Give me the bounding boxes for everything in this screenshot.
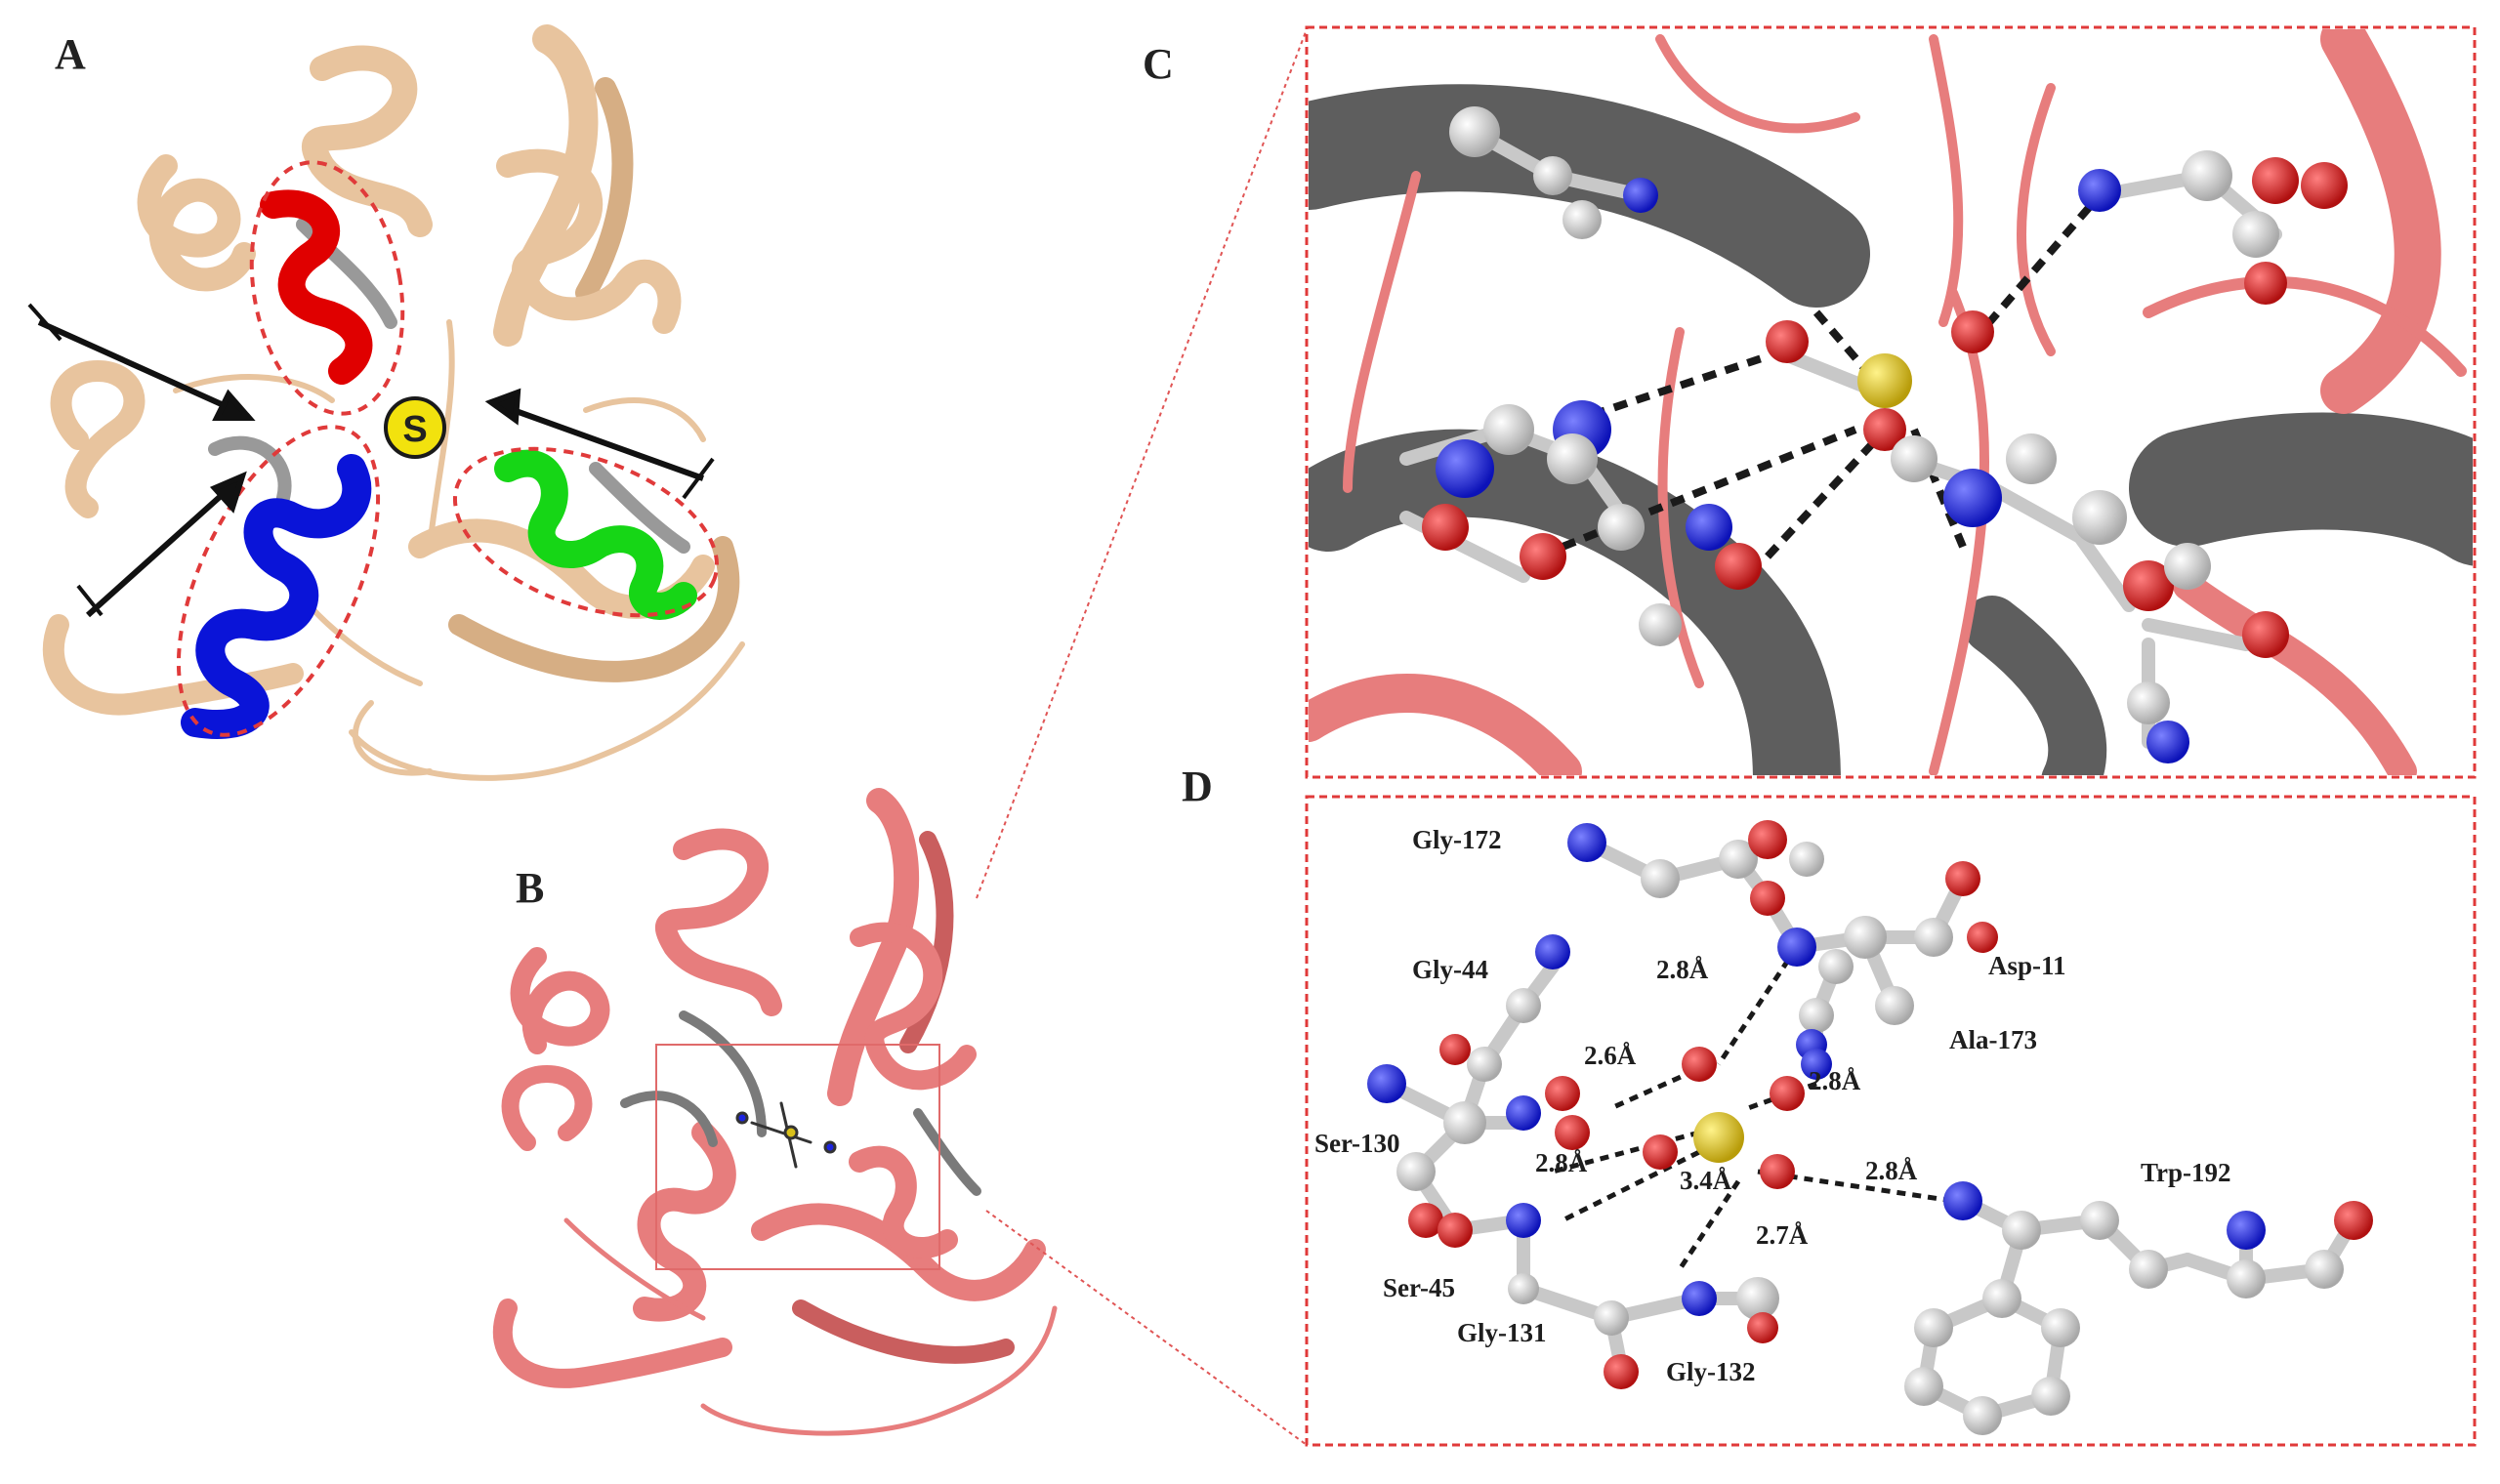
direction-arrows bbox=[27, 303, 715, 618]
distance-label: 2.8Å bbox=[1809, 1066, 1861, 1095]
residue-label: Ser-45 bbox=[1383, 1273, 1455, 1302]
residue-label: Gly-44 bbox=[1412, 955, 1488, 984]
region-ellipses bbox=[176, 160, 720, 737]
distance-label: 2.8Å bbox=[1656, 955, 1709, 984]
helix-blue bbox=[181, 454, 372, 739]
residue-label: Gly-172 bbox=[1412, 825, 1502, 854]
residue-label: Ser-130 bbox=[1314, 1129, 1400, 1158]
panel-b-protein bbox=[492, 788, 1058, 1436]
residue-label: Gly-132 bbox=[1666, 1357, 1756, 1386]
distance-label: 2.6Å bbox=[1584, 1041, 1637, 1070]
distance-label: 2.7Å bbox=[1756, 1220, 1809, 1250]
panel-d-interactions bbox=[1305, 795, 2477, 1447]
distance-label: 2.8Å bbox=[1535, 1148, 1588, 1177]
panel-label-a: A bbox=[55, 30, 86, 78]
helix-green bbox=[494, 449, 697, 620]
site-marker-label: S bbox=[402, 409, 427, 450]
panel-label-c: C bbox=[1143, 40, 1174, 88]
residue-label: Ala-173 bbox=[1949, 1025, 2037, 1054]
panel-a-ribbon bbox=[42, 24, 745, 781]
residue-label: Asp-11 bbox=[1988, 951, 2066, 980]
panel-c-closeup bbox=[1305, 25, 2477, 779]
distance-label: 2.8Å bbox=[1865, 1156, 1918, 1185]
zoom-guides bbox=[976, 28, 1308, 1446]
panel-label-b: B bbox=[516, 864, 545, 912]
panel-label-d: D bbox=[1182, 763, 1213, 810]
residue-label: Gly-131 bbox=[1457, 1318, 1547, 1347]
distance-label: 3.4Å bbox=[1680, 1166, 1732, 1195]
residue-label: Trp-192 bbox=[2141, 1158, 2231, 1187]
panel-b-ligand bbox=[735, 1101, 837, 1169]
site-marker: S bbox=[384, 396, 446, 459]
helix-red bbox=[260, 189, 373, 385]
panel-a-protein: S bbox=[27, 24, 745, 781]
